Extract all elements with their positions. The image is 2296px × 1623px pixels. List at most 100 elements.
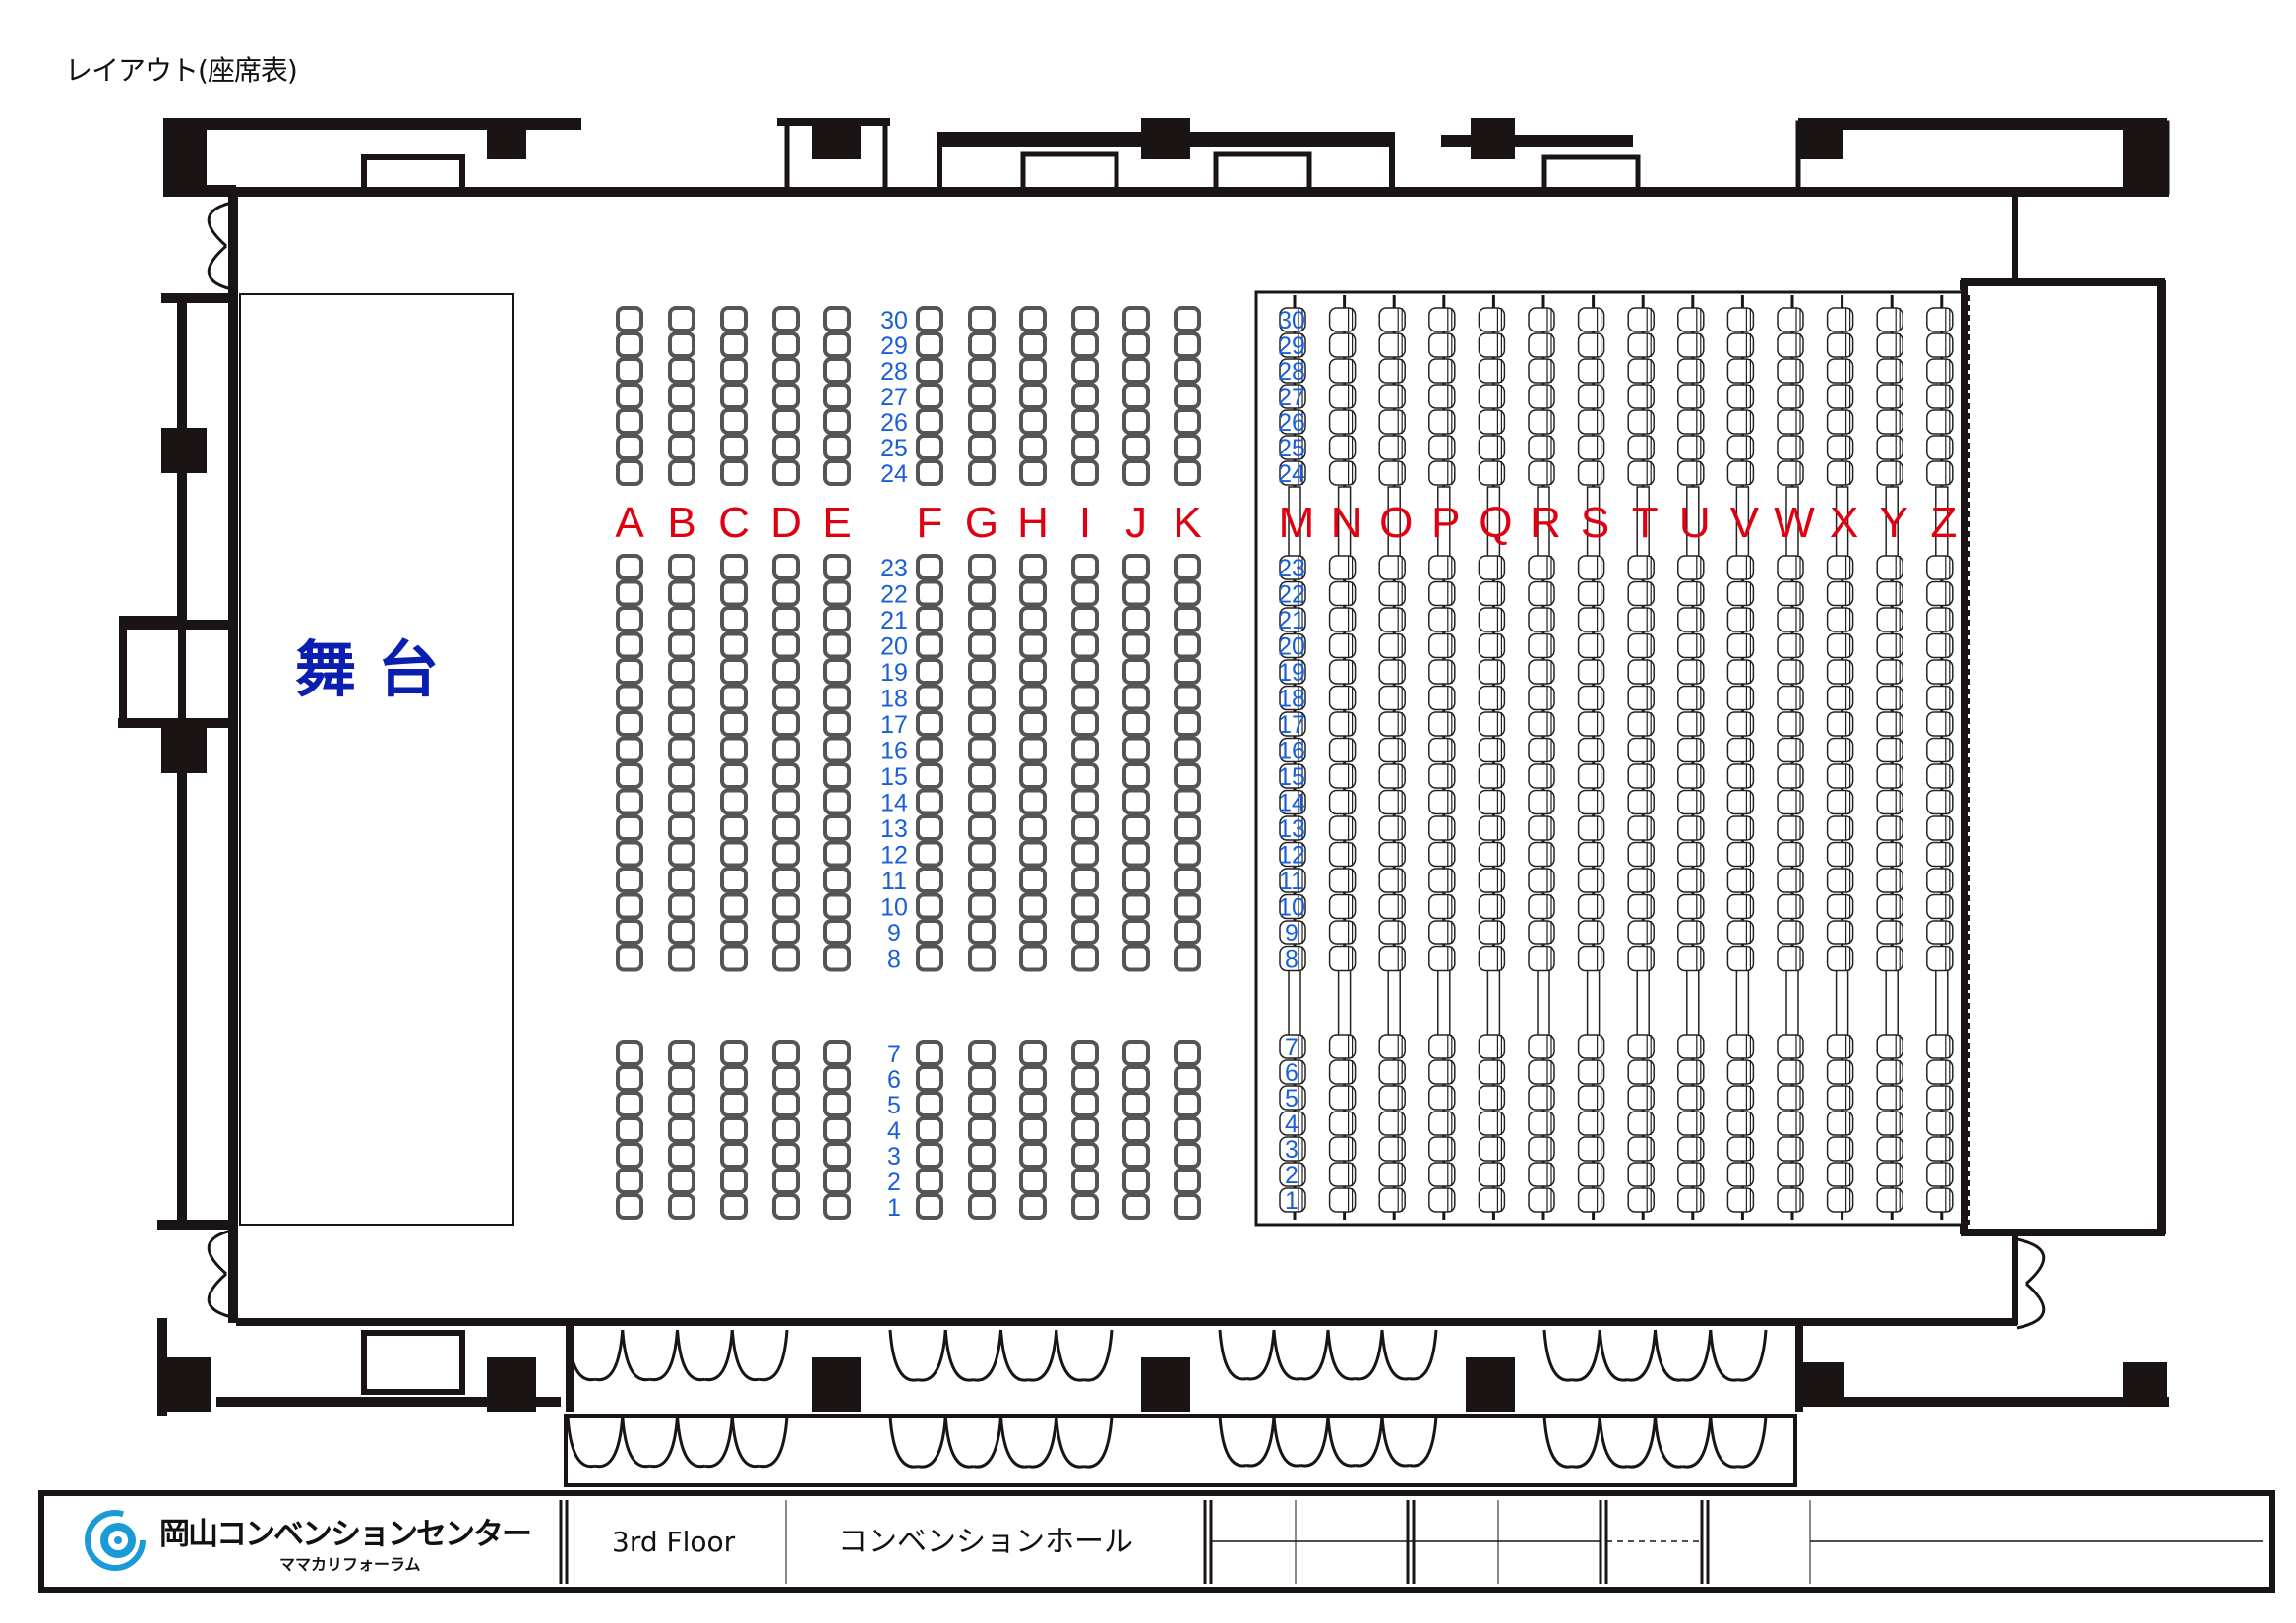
seat-R9[interactable] [1528,920,1555,945]
seat-N3[interactable] [1328,1136,1357,1162]
seat-N25[interactable] [1328,435,1357,460]
seat-U15[interactable] [1677,763,1705,789]
seat-N1[interactable] [1328,1187,1357,1213]
seat-M19[interactable] [1279,659,1306,685]
seat-T10[interactable] [1627,893,1655,920]
seat-D8[interactable] [772,944,800,972]
seat-V17[interactable] [1726,711,1755,737]
seat-J1[interactable] [1122,1193,1150,1220]
seat-E30[interactable] [823,306,851,332]
seat-C18[interactable] [720,684,748,711]
seat-B9[interactable] [668,919,695,945]
seat-D2[interactable] [772,1168,800,1194]
seat-K24[interactable] [1174,459,1201,486]
seat-V2[interactable] [1726,1162,1755,1187]
seat-S22[interactable] [1577,580,1605,607]
seat-Z5[interactable] [1926,1085,1954,1111]
seat-Y21[interactable] [1876,607,1903,632]
seat-B26[interactable] [668,408,695,435]
seat-X14[interactable] [1826,789,1854,815]
seat-S7[interactable] [1577,1034,1605,1059]
seat-J6[interactable] [1122,1065,1150,1092]
seat-X13[interactable] [1826,815,1854,841]
seat-D24[interactable] [772,459,800,486]
seat-S21[interactable] [1577,607,1605,632]
seat-P25[interactable] [1428,435,1456,460]
seat-U20[interactable] [1677,632,1705,659]
seat-T18[interactable] [1627,685,1655,711]
seat-N23[interactable] [1328,555,1357,580]
seat-I9[interactable] [1071,919,1099,945]
seat-V13[interactable] [1726,815,1755,841]
seat-D16[interactable] [772,736,800,763]
seat-M25[interactable] [1279,435,1306,460]
seat-B22[interactable] [668,579,695,607]
seat-O21[interactable] [1378,607,1406,632]
seat-D6[interactable] [772,1065,800,1092]
seat-F8[interactable] [916,944,943,972]
seat-A25[interactable] [616,434,643,460]
seat-G13[interactable] [968,814,996,841]
seat-G24[interactable] [968,459,996,486]
seat-Q17[interactable] [1478,711,1506,737]
seat-I23[interactable] [1071,554,1099,580]
seat-B11[interactable] [668,867,695,893]
seat-R10[interactable] [1528,893,1555,920]
seat-O28[interactable] [1378,358,1406,384]
seat-W23[interactable] [1777,555,1804,580]
seat-V9[interactable] [1726,920,1755,945]
seat-V24[interactable] [1726,460,1755,486]
seat-H28[interactable] [1019,357,1047,384]
seat-K13[interactable] [1174,814,1201,841]
seat-Y9[interactable] [1876,920,1903,945]
seat-B7[interactable] [668,1040,695,1066]
seat-Q28[interactable] [1478,358,1506,384]
seat-I1[interactable] [1071,1193,1099,1220]
seat-A23[interactable] [616,554,643,580]
seat-B14[interactable] [668,788,695,815]
seat-G19[interactable] [968,658,996,685]
seat-K6[interactable] [1174,1065,1201,1092]
seat-B19[interactable] [668,658,695,685]
seat-X22[interactable] [1826,580,1854,607]
seat-C25[interactable] [720,434,748,460]
seat-D5[interactable] [772,1091,800,1117]
seat-U14[interactable] [1677,789,1705,815]
seat-V11[interactable] [1726,868,1755,893]
seat-O12[interactable] [1378,841,1406,868]
seat-R14[interactable] [1528,789,1555,815]
seat-R11[interactable] [1528,868,1555,893]
seat-Y24[interactable] [1876,460,1903,486]
seat-W13[interactable] [1777,815,1804,841]
seat-W24[interactable] [1777,460,1804,486]
seat-X25[interactable] [1826,435,1854,460]
seat-D13[interactable] [772,814,800,841]
seat-P19[interactable] [1428,659,1456,685]
seat-F30[interactable] [916,306,943,332]
seat-Y27[interactable] [1876,384,1903,409]
seat-K1[interactable] [1174,1193,1201,1220]
seat-A13[interactable] [616,814,643,841]
seat-X7[interactable] [1826,1034,1854,1059]
seat-U4[interactable] [1677,1111,1705,1136]
seat-Q11[interactable] [1478,868,1506,893]
seat-C26[interactable] [720,408,748,435]
seat-H18[interactable] [1019,684,1047,711]
seat-E6[interactable] [823,1065,851,1092]
seat-H12[interactable] [1019,840,1047,868]
seat-F29[interactable] [916,331,943,358]
seat-D20[interactable] [772,631,800,659]
seat-Y18[interactable] [1876,685,1903,711]
seat-P20[interactable] [1428,632,1456,659]
seat-U11[interactable] [1677,868,1705,893]
seat-C16[interactable] [720,736,748,763]
seat-Q12[interactable] [1478,841,1506,868]
seat-Z20[interactable] [1926,632,1954,659]
seat-Y8[interactable] [1876,945,1903,972]
seat-K19[interactable] [1174,658,1201,685]
seat-B1[interactable] [668,1193,695,1220]
seat-Z15[interactable] [1926,763,1954,789]
seat-U9[interactable] [1677,920,1705,945]
seat-J23[interactable] [1122,554,1150,580]
seat-M15[interactable] [1279,763,1306,789]
